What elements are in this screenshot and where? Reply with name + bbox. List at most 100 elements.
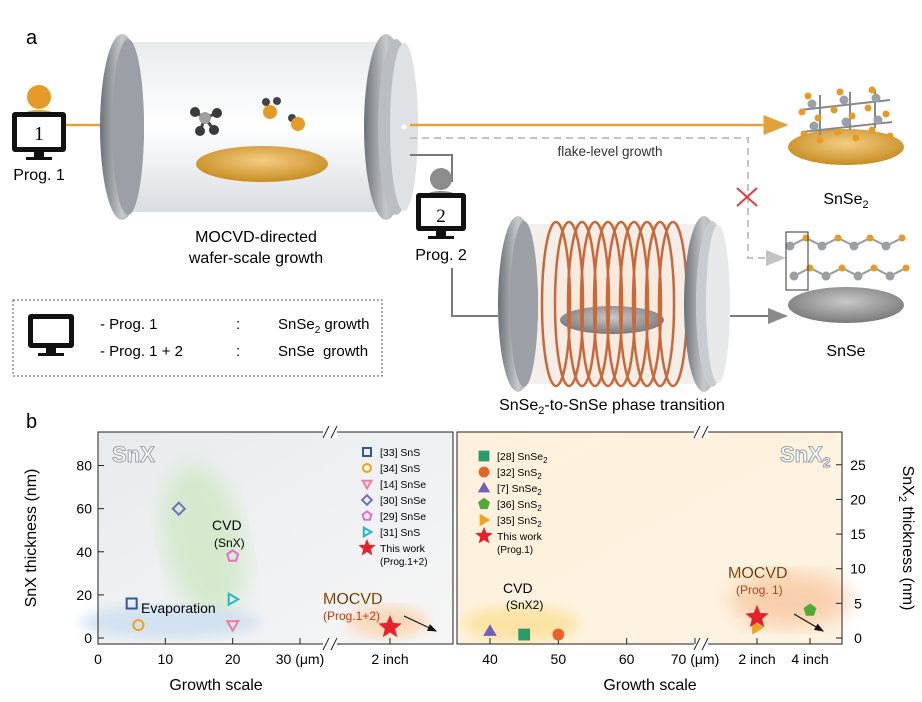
y-tick-label: 80: [76, 458, 92, 474]
prog2-number: 2: [436, 206, 446, 227]
legend-marker: [358, 538, 376, 556]
legend-entry: This work: [380, 543, 426, 555]
operator-1-icon: [12, 85, 66, 160]
scale-up-arrow-2: [793, 613, 825, 632]
program-legend: - Prog. 1 : SnSe2 growth - Prog. 1 + 2 :…: [12, 299, 383, 377]
data-point: [483, 624, 497, 636]
legend-marker: [361, 510, 373, 521]
y-tick-label: 60: [76, 501, 92, 517]
data-point: [171, 501, 187, 517]
legend-marker: [362, 463, 372, 473]
legend-marker: [478, 450, 490, 462]
heating-coil: [540, 220, 689, 388]
chart-snx-title: SnX: [112, 442, 155, 467]
legend-entry: This work: [497, 531, 543, 543]
legend-row1-result: SnSe2 growth: [278, 316, 369, 336]
legend-entry: [30] SnSe: [380, 495, 426, 507]
legend-entry-sub: (Prog.1+2): [380, 557, 428, 568]
y-tick-label: 5: [854, 595, 862, 611]
product-snse: SnSe: [826, 343, 865, 360]
legend-marker: [362, 447, 372, 457]
chart-snx-xlabel: Growth scale: [169, 677, 262, 694]
operator-2-icon: [416, 168, 466, 239]
prog2-input-line: [451, 268, 498, 317]
y-tick-label: 20: [850, 491, 866, 507]
x-tick-label: 0: [94, 651, 102, 667]
legend-entry: [29] SnSe: [380, 511, 426, 523]
chart-snx2-ylabel: SnX2 thickness (nm): [896, 466, 916, 611]
y-tick-label: 25: [850, 457, 866, 473]
furnace1-caption-line2: wafer-scale growth: [188, 250, 323, 267]
y-tick-label: 15: [850, 526, 866, 542]
legend-marker: [479, 513, 491, 527]
legend-entry: [36] SnS2: [497, 499, 542, 513]
region-cvd-sub: (SnX): [214, 536, 245, 550]
region-mocvd2-sub: (Prog. 1): [736, 583, 783, 597]
legend-marker: [475, 526, 493, 544]
prog1-number: 1: [34, 123, 44, 145]
region-cvd2: CVD: [503, 580, 533, 596]
legend-row2-colon: :: [236, 343, 240, 360]
legend-row2-prog: - Prog. 1 + 2: [100, 343, 183, 360]
legend-entry: [28] SnSe2: [497, 451, 548, 465]
snse2-crystal: [788, 86, 904, 165]
x-tick-label: 2 inch: [738, 651, 775, 667]
chart-snx-ylabel: SnX thickness (nm): [23, 469, 40, 608]
y-tick-label: 40: [76, 544, 92, 560]
x-tick-label: 20: [225, 651, 241, 667]
prog1-label: Prog. 1: [13, 167, 65, 184]
legend-marker: [478, 466, 490, 478]
selenium-molecule-icon: [262, 97, 305, 131]
data-point: [132, 619, 145, 632]
x-tick-label: 40: [482, 651, 498, 667]
flake-label: flake-level growth: [557, 144, 662, 159]
legend-marker: [477, 481, 491, 493]
phase-transition-furnace: [498, 216, 730, 392]
legend-entry: [33] SnS: [380, 447, 420, 459]
data-point: [752, 620, 764, 635]
data-point: [227, 591, 241, 607]
data-point: [378, 614, 402, 638]
legend-entry: [31] SnS: [380, 527, 420, 539]
x-tick-label: 4 inch: [791, 651, 828, 667]
y-tick-label: 10: [850, 561, 866, 577]
region-mocvd: MOCVD: [323, 591, 383, 608]
legend-entry-sub: (Prog.1): [497, 545, 533, 556]
panel-a: a 1 Prog. 1: [12, 27, 910, 417]
x-tick-label: 60: [619, 651, 635, 667]
data-point: [225, 620, 240, 633]
y-tick-label: 0: [854, 630, 862, 646]
prog2-branch-line: [410, 154, 453, 182]
legend-row2-result: SnSe growth: [278, 343, 368, 360]
x-tick-label: 70 (μm): [671, 651, 720, 667]
data-point: [803, 603, 817, 616]
legend-entry: [35] SnS2: [497, 515, 542, 529]
legend-marker: [478, 497, 490, 510]
region-cvd: CVD: [212, 517, 242, 533]
x-tick-label: 30 (μm): [276, 651, 325, 667]
chart-snx2: 0 5 10 15 20 25 40 50 60 70 (μm) 2 inch 4 inch SnX2…: [456, 425, 916, 694]
x-tick-label: 50: [551, 651, 567, 667]
mocvd-furnace: [100, 34, 418, 220]
product-snse2: SnSe2: [823, 191, 868, 211]
phase-caption: SnSe2-to-SnSe phase transition: [499, 397, 725, 417]
chart-snx2-title: SnX2: [780, 442, 831, 470]
legend-entry: [7] SnSe2: [497, 483, 542, 497]
panel-a-label: a: [26, 27, 38, 49]
y-tick-label: 0: [84, 630, 92, 646]
legend-marker: [362, 525, 374, 539]
x-tick-label: 10: [158, 651, 174, 667]
legend-row1-colon: :: [236, 316, 240, 333]
gold-wafer: [196, 146, 328, 182]
data-point: [125, 597, 138, 610]
chart-snx2-xlabel: Growth scale: [603, 677, 696, 694]
legend-entry: [34] SnS: [380, 463, 420, 475]
region-mocvd2: MOCVD: [728, 565, 788, 582]
legend-row1-prog: - Prog. 1: [100, 316, 158, 333]
legend-marker: [360, 493, 374, 507]
snse-crystal: [785, 231, 910, 323]
legend-marker: [360, 479, 374, 491]
scale-up-arrow: [403, 615, 438, 632]
